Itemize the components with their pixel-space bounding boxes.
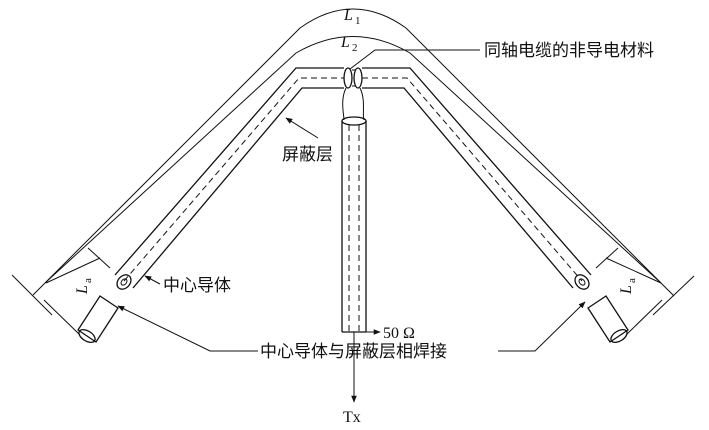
la-left-label: L (74, 285, 91, 295)
impedance-label: 50 Ω (383, 325, 415, 342)
feed-gap (342, 67, 365, 121)
la-dimension-left (43, 247, 111, 336)
l1-label: L (343, 7, 353, 24)
la-left-label-group: L a (74, 278, 94, 295)
la-left-subscript: a (82, 278, 94, 283)
left-sleeve (77, 295, 119, 344)
l2-label: L (340, 34, 350, 51)
shield-label: 屏蔽层 (282, 145, 333, 165)
la-dimension-right (595, 247, 663, 336)
tx-label: Tx (343, 409, 361, 426)
l2-subscript: 2 (352, 42, 358, 54)
la-right-label: L (618, 285, 635, 295)
weld-label: 中心导体与屏蔽层相焊接 (260, 342, 447, 362)
l1-subscript: 1 (355, 15, 361, 27)
nonconductor-label: 同轴电缆的非导电材料 (484, 41, 654, 61)
l2-dimension-line (44, 36, 662, 284)
right-sleeve (587, 295, 629, 344)
leader-lines (117, 49, 586, 403)
center-conductor-label: 中心导体 (163, 276, 231, 296)
left-arm-coax (114, 67, 344, 290)
la-right-subscript: a (626, 278, 638, 283)
la-right-label-group: L a (618, 278, 638, 295)
l1-dimension-line (11, 8, 695, 316)
feed-line-coax (341, 116, 367, 333)
right-arm-coax (362, 67, 592, 290)
